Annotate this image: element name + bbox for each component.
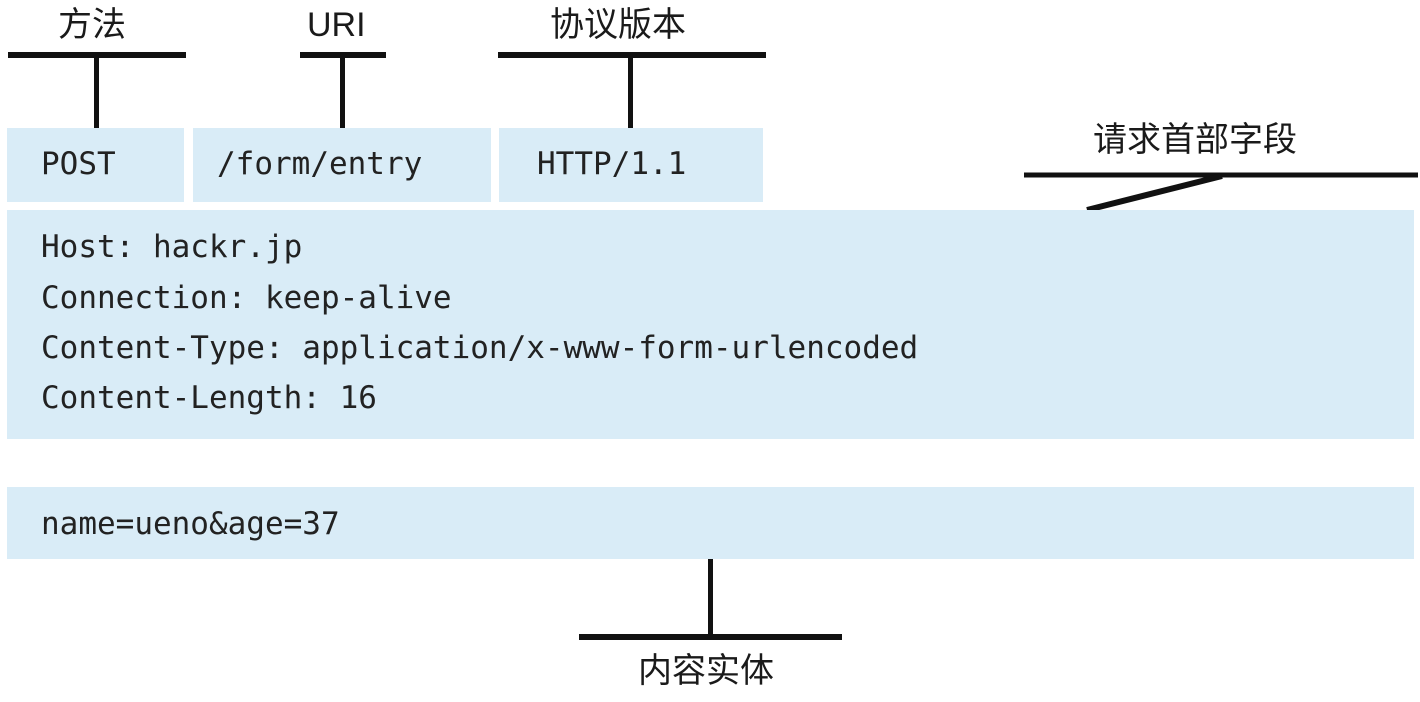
uri-label: URI xyxy=(307,6,366,44)
header-field-connection: Connection: keep-alive xyxy=(41,280,452,316)
header-field-content-type: Content-Type: application/x-www-form-url… xyxy=(41,330,919,366)
version-cell: HTTP/1.1 xyxy=(499,128,763,202)
version-value: HTTP/1.1 xyxy=(537,146,687,182)
entity-body-label: 内容实体 xyxy=(638,651,774,691)
method-cell: POST xyxy=(7,128,184,202)
method-value: POST xyxy=(41,146,116,182)
header-field-host: Host: hackr.jp xyxy=(41,229,303,265)
request-header-fields-label: 请求首部字段 xyxy=(1093,120,1297,160)
protocol-version-label: 协议版本 xyxy=(550,5,686,45)
version-callout-stem xyxy=(628,55,633,131)
uri-callout-stem xyxy=(340,55,345,131)
method-label: 方法 xyxy=(58,5,126,45)
entity-callout-bar xyxy=(579,634,842,640)
header-leader-diagonal xyxy=(1086,173,1223,213)
entity-callout-stem xyxy=(708,559,713,637)
entity-body-box: name=ueno&age=37 xyxy=(7,487,1414,559)
method-callout-stem xyxy=(94,55,99,131)
header-field-content-length: Content-Length: 16 xyxy=(41,380,377,416)
entity-body-value: name=ueno&age=37 xyxy=(41,506,340,542)
header-fields-box: Host: hackr.jp Connection: keep-alive Co… xyxy=(7,210,1414,439)
uri-value: /form/entry xyxy=(217,146,423,182)
uri-cell: /form/entry xyxy=(193,128,491,202)
